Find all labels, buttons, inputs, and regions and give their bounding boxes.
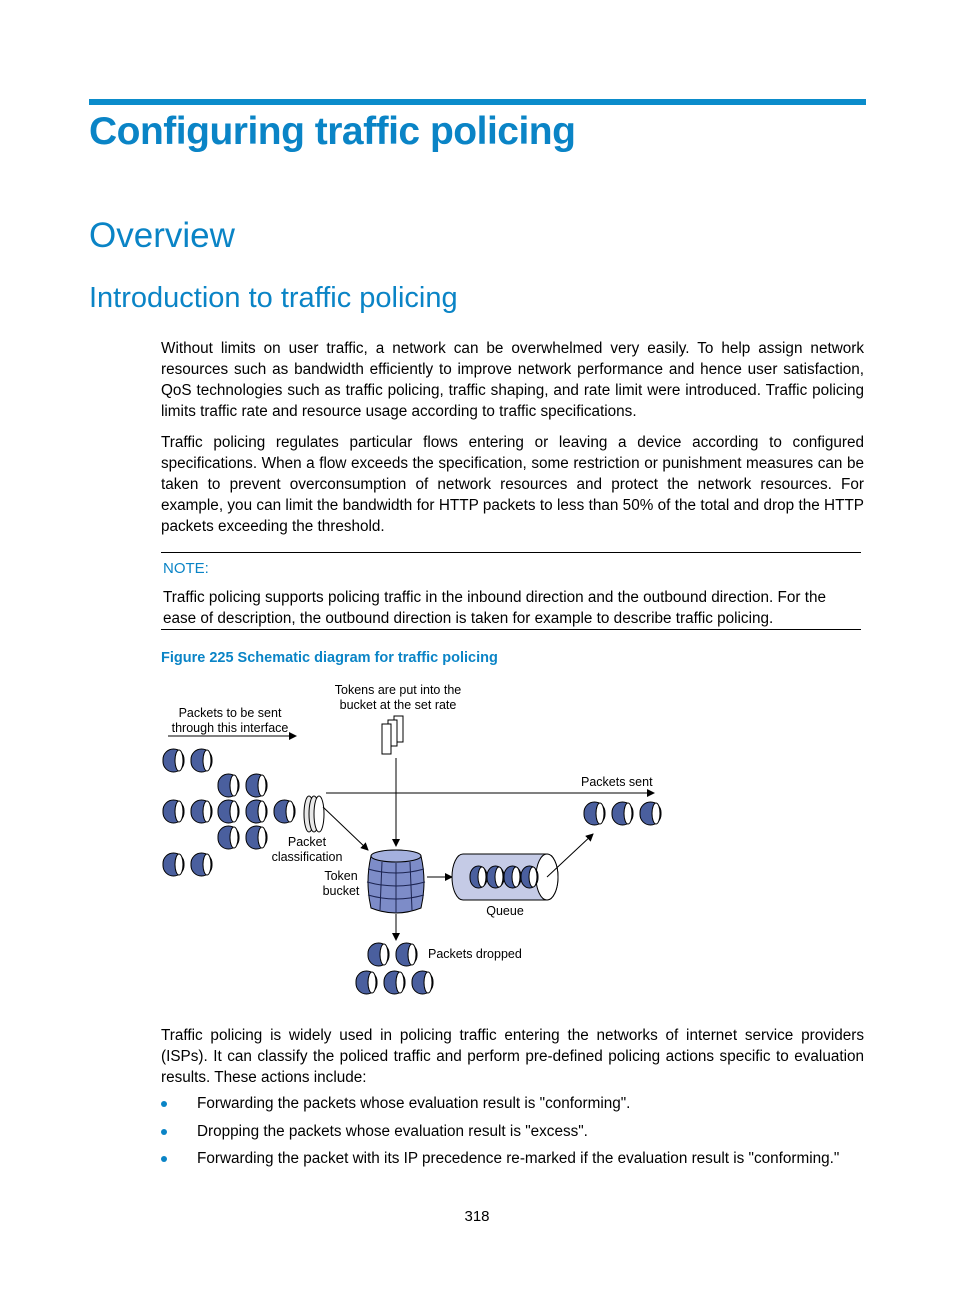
packets-dropped-label: Packets dropped <box>428 947 522 961</box>
section-title: Overview <box>89 216 235 255</box>
packet-icon <box>245 799 268 824</box>
queue-label: Queue <box>486 904 524 918</box>
packet-icon <box>245 773 268 798</box>
packet-icon <box>190 748 213 773</box>
chapter-rule <box>89 99 866 105</box>
packet-icon <box>469 865 488 889</box>
paragraph-3: Traffic policing is widely used in polic… <box>161 1027 864 1086</box>
packet-icon <box>162 852 185 877</box>
bullet-icon <box>161 1128 167 1135</box>
dropped-packets <box>355 942 434 995</box>
subsection-title: Introduction to traffic policing <box>89 282 458 314</box>
chapter-title: Configuring traffic policing <box>89 110 576 153</box>
list-item-text: Dropping the packets whose evaluation re… <box>197 1122 588 1140</box>
list-item: Forwarding the packet with its IP preced… <box>161 1148 864 1176</box>
tokens-label-1: Tokens are put into the <box>335 683 462 697</box>
packet-icon <box>217 825 240 850</box>
classification-label-1: Packet <box>288 835 327 849</box>
packet-icon <box>411 970 434 995</box>
packet-icon <box>395 942 418 967</box>
packet-icon <box>355 970 378 995</box>
packet-icon <box>162 748 185 773</box>
packet-icon <box>190 799 213 824</box>
packet-icon <box>217 773 240 798</box>
token-bucket-icon <box>366 849 426 914</box>
list-item-text: Forwarding the packet with its IP preced… <box>197 1150 840 1167</box>
packet-icon <box>367 942 390 967</box>
list-item: Forwarding the packets whose evaluation … <box>161 1093 864 1121</box>
action-list: Forwarding the packets whose evaluation … <box>161 1093 864 1176</box>
note-label: NOTE: <box>163 560 209 577</box>
note-bottom-rule <box>161 629 861 630</box>
incoming-packets <box>162 748 296 877</box>
bucket-label-2: bucket <box>323 884 360 898</box>
packets-in-label-2: through this interface <box>172 721 289 735</box>
bucket-label-1: Token <box>324 869 357 883</box>
packet-icon <box>639 801 662 826</box>
traffic-policing-diagram: Packets to be sent through this interfac… <box>162 683 662 995</box>
flow-queue-to-sent <box>546 833 594 878</box>
packet-icon <box>245 825 268 850</box>
tokens-label-2: bucket at the set rate <box>340 698 457 712</box>
classifier-icon <box>303 795 325 833</box>
packet-icon <box>190 852 213 877</box>
figure-caption: Figure 225 Schematic diagram for traffic… <box>161 650 498 666</box>
page-number: 318 <box>464 1208 490 1225</box>
packet-icon <box>273 799 296 824</box>
token-cards-icon <box>381 715 404 755</box>
list-item-text: Forwarding the packets whose evaluation … <box>197 1095 631 1112</box>
queued-packets <box>469 865 539 889</box>
classification-label-2: classification <box>272 850 343 864</box>
packet-icon <box>611 801 634 826</box>
bullet-icon <box>161 1101 167 1107</box>
packet-icon <box>520 865 539 889</box>
packet-icon <box>583 801 606 826</box>
bullet-icon <box>161 1156 167 1162</box>
packet-icon <box>217 799 240 824</box>
packets-in-label-1: Packets to be sent <box>179 706 282 720</box>
list-item: Dropping the packets whose evaluation re… <box>161 1121 864 1149</box>
note-top-rule <box>161 552 861 553</box>
paragraph-1: Without limits on user traffic, a networ… <box>161 340 864 420</box>
paragraph-2: Traffic policing regulates particular fl… <box>161 434 864 535</box>
packet-icon <box>162 799 185 824</box>
packet-icon <box>383 970 406 995</box>
sent-packets <box>583 801 662 826</box>
packet-icon <box>503 865 522 889</box>
packets-sent-label: Packets sent <box>581 775 653 789</box>
note-text: Traffic policing supports policing traff… <box>163 589 826 627</box>
packet-icon <box>486 865 505 889</box>
flow-to-bucket <box>322 806 369 851</box>
